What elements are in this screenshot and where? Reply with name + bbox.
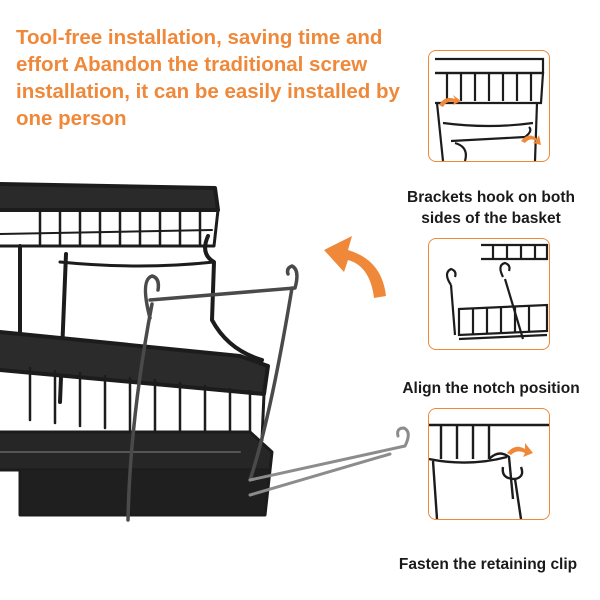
curved-arrow-icon (324, 236, 386, 298)
step-2-image (428, 238, 550, 350)
step-2-caption: Align the notch position (402, 380, 580, 397)
step-1-caption: Brackets hook on both sides of the baske… (407, 189, 575, 227)
step-3-caption: Fasten the retaining clip (398, 556, 578, 573)
step-3-marker-icon (507, 443, 533, 457)
step-3-image (428, 408, 550, 520)
step-1-marker-icon (439, 95, 461, 107)
step-1-image (428, 50, 550, 162)
dish-rack-illustration (0, 182, 410, 522)
headline: Tool-free installation, saving time and … (16, 26, 400, 130)
